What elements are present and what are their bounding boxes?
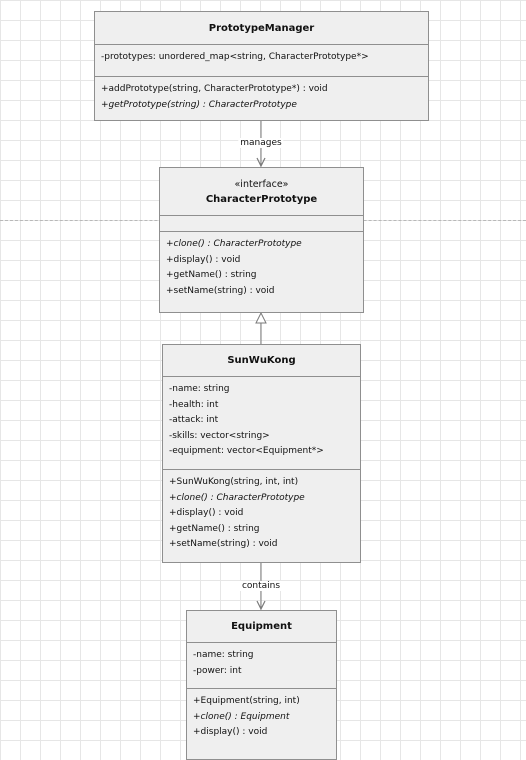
attribute: -skills: vector<string> xyxy=(169,430,270,441)
attributes-section: -name: string -health: int -attack: int … xyxy=(163,377,360,470)
methods-section: +addPrototype(string, CharacterPrototype… xyxy=(95,77,428,116)
attribute: -power: int xyxy=(193,665,242,676)
class-header: Equipment xyxy=(187,611,336,643)
attribute: -name: string xyxy=(193,650,254,660)
method: +display() : void xyxy=(166,254,241,265)
methods-section: +clone() : CharacterPrototype +display()… xyxy=(160,232,363,302)
attributes-section: -name: string -power: int xyxy=(187,643,336,689)
method: +clone() : CharacterPrototype xyxy=(166,239,302,249)
class-header: «interface» CharacterPrototype xyxy=(160,168,363,216)
class-equipment[interactable]: Equipment -name: string -power: int +Equ… xyxy=(186,610,337,760)
class-header: SunWuKong xyxy=(163,345,360,377)
stereotype: «interface» xyxy=(234,178,289,190)
method: +setName(string) : void xyxy=(169,539,278,549)
method: +clone() : CharacterPrototype xyxy=(169,492,305,503)
method: +display() : void xyxy=(193,727,268,737)
attribute: -prototypes: unordered_map<string, Chara… xyxy=(101,52,369,62)
method: +getName() : string xyxy=(166,270,257,280)
class-name: PrototypeManager xyxy=(208,22,315,34)
method: +getPrototype(string) : CharacterPrototy… xyxy=(101,99,297,110)
manages-label: manages xyxy=(238,138,284,148)
methods-section: +Equipment(string, int) +clone() : Equip… xyxy=(187,689,336,744)
class-name: Equipment xyxy=(231,621,292,632)
method: +setName(string) : void xyxy=(166,285,275,296)
method: +clone() : Equipment xyxy=(193,711,290,722)
method: +Equipment(string, int) xyxy=(193,696,300,706)
class-header: PrototypeManager xyxy=(95,12,428,45)
attribute: -health: int xyxy=(169,399,219,410)
attribute: -attack: int xyxy=(169,415,219,425)
attribute: -equipment: vector<Equipment*> xyxy=(169,446,324,456)
class-name: CharacterPrototype xyxy=(205,193,318,205)
attributes-section xyxy=(160,216,363,232)
contains-label: contains xyxy=(239,581,283,591)
method: +getName() : string xyxy=(169,523,260,534)
class-prototype-manager[interactable]: PrototypeManager -prototypes: unordered_… xyxy=(94,11,429,121)
methods-section: +SunWuKong(string, int, int) +clone() : … xyxy=(163,470,360,556)
method: +SunWuKong(string, int, int) xyxy=(169,477,299,487)
method: +addPrototype(string, CharacterPrototype… xyxy=(101,84,328,94)
class-character-prototype[interactable]: «interface» CharacterPrototype +clone() … xyxy=(159,167,364,313)
attribute: -name: string xyxy=(169,384,230,394)
attributes-section: -prototypes: unordered_map<string, Chara… xyxy=(95,45,428,77)
class-name: SunWuKong xyxy=(227,355,296,366)
method: +display() : void xyxy=(169,508,244,518)
class-sun-wukong[interactable]: SunWuKong -name: string -health: int -at… xyxy=(162,344,361,563)
